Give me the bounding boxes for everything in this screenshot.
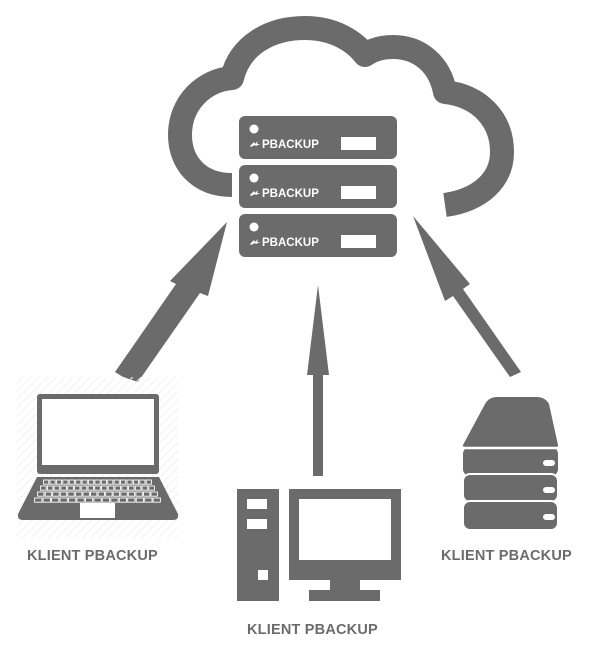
server-unit: PBACKUP xyxy=(239,165,397,208)
keyboard-key xyxy=(46,485,54,491)
keyboard-key xyxy=(150,491,158,497)
keyboard-key xyxy=(126,479,133,485)
keyboard-key xyxy=(139,479,146,485)
keyboard-key xyxy=(88,479,95,485)
client-label-server: KLIENT PBACKUP xyxy=(441,548,572,564)
keyboard-key xyxy=(93,497,102,503)
keyboard xyxy=(34,479,161,503)
keyboard-key xyxy=(55,479,63,485)
server-unit: PBACKUP xyxy=(239,214,397,257)
keyboard-key xyxy=(42,497,51,503)
keyboard-key xyxy=(141,485,149,491)
keyboard-key xyxy=(127,491,136,497)
keyboard-key xyxy=(101,485,108,491)
drive-slot xyxy=(341,186,376,199)
keyboard-key xyxy=(59,491,68,497)
keyboard-key xyxy=(135,497,144,503)
pbackup-logo-icon xyxy=(250,190,260,196)
keyboard-key xyxy=(43,479,50,485)
server-unit: PBACKUP xyxy=(239,116,397,159)
keyboard-key xyxy=(132,479,140,485)
keyboard-key xyxy=(52,491,60,497)
keyboard-key xyxy=(87,485,95,491)
keyboard-key xyxy=(49,479,56,485)
keyboard-key xyxy=(67,491,75,497)
keyboard-key xyxy=(90,491,98,497)
keyboard-key xyxy=(134,485,142,491)
keyboard-key xyxy=(68,497,77,503)
keyboard-key xyxy=(143,491,151,497)
keyboard-key xyxy=(80,485,88,491)
keyboard-key xyxy=(118,497,128,503)
keyboard-key xyxy=(144,497,153,503)
keyboard-key xyxy=(105,491,113,497)
pbackup-logo-icon xyxy=(250,141,260,147)
keyboard-key xyxy=(40,485,47,491)
keyboard-key xyxy=(60,485,67,491)
keyboard-key xyxy=(74,491,83,497)
keyboard-key xyxy=(152,497,161,503)
arrow-desktop-to-cloud xyxy=(307,285,329,476)
keyboard-key xyxy=(37,491,45,497)
desktop-icon xyxy=(237,489,401,601)
server-rack: PBACKUP PBACKUP PBACKUP xyxy=(239,116,397,257)
keyboard-key xyxy=(62,479,69,485)
server-unit-label: PBACKUP xyxy=(262,139,319,151)
keyboard-key xyxy=(81,479,88,485)
keyboard-key xyxy=(107,485,115,491)
keyboard-key xyxy=(97,491,105,497)
keyboard-key xyxy=(67,485,74,491)
keyboard-key xyxy=(121,485,128,491)
pbackup-logo-icon xyxy=(250,239,260,245)
keyboard-key xyxy=(120,479,127,485)
keyboard-key xyxy=(120,491,128,497)
keyboard-key xyxy=(75,479,82,485)
client-label-laptop: KLIENT PBACKUP xyxy=(27,548,158,564)
keyboard-key xyxy=(113,479,120,485)
keyboard-key xyxy=(100,479,107,485)
server-unit-label: PBACKUP xyxy=(262,188,319,200)
keyboard-key xyxy=(53,485,61,491)
power-led-icon xyxy=(249,173,259,183)
keyboard-key xyxy=(112,491,121,497)
power-led-icon xyxy=(249,222,259,232)
keyboard-key xyxy=(94,479,101,485)
arrow-server-to-cloud xyxy=(413,216,521,377)
laptop-icon xyxy=(17,377,179,538)
keyboard-key xyxy=(94,485,101,491)
keyboard-key xyxy=(44,491,53,497)
keyboard-key xyxy=(127,497,136,503)
keyboard-key xyxy=(135,491,143,497)
keyboard-key xyxy=(34,497,43,503)
power-led-icon xyxy=(249,124,259,134)
keyboard-key xyxy=(114,485,122,491)
keyboard-key xyxy=(76,497,85,503)
drive-slot xyxy=(341,235,376,248)
server-unit-label: PBACKUP xyxy=(262,237,319,249)
keyboard-key xyxy=(82,491,90,497)
drive-slot xyxy=(341,137,376,150)
keyboard-key xyxy=(84,497,94,503)
keyboard-key xyxy=(59,497,68,503)
keyboard-key xyxy=(101,497,111,503)
keyboard-key xyxy=(110,497,119,503)
client-label-desktop: KLIENT PBACKUP xyxy=(247,622,378,638)
keyboard-key xyxy=(145,479,152,485)
arrow-laptop-to-cloud xyxy=(115,222,227,382)
keyboard-key xyxy=(128,485,135,491)
keyboard-key xyxy=(68,479,75,485)
keyboard-key xyxy=(51,497,60,503)
keyboard-key xyxy=(107,479,114,485)
storage-server-icon xyxy=(462,397,559,531)
keyboard-key xyxy=(73,485,81,491)
keyboard-key xyxy=(148,485,155,491)
